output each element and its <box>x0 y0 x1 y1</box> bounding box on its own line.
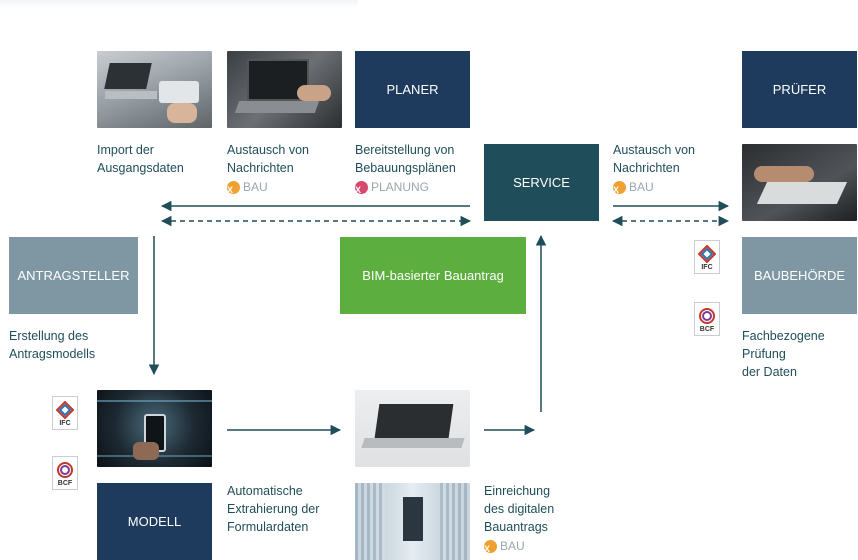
ifc-symbol-icon <box>698 245 716 263</box>
bcf-file-icon: BCF <box>52 456 78 490</box>
bim-bauantrag-box: BIM-basierter Bauantrag <box>340 237 526 314</box>
bcf-symbol-icon <box>699 308 715 324</box>
server-room-photo <box>355 483 470 560</box>
ifc-symbol-icon <box>56 401 74 419</box>
x-mark-icon: X <box>613 180 626 195</box>
modell-box: MODELL <box>97 483 212 560</box>
pruefer-box: PRÜFER <box>742 51 857 128</box>
x-mark-icon: X <box>484 539 497 554</box>
top-bar-fragment <box>0 0 358 8</box>
meeting-photo <box>97 51 212 128</box>
laptop-hands-photo <box>227 51 342 128</box>
xbau-logo: X BAU <box>613 180 654 195</box>
planer-box: PLANER <box>355 51 470 128</box>
baubehoerde-box: BAUBEHÖRDE <box>742 237 857 314</box>
x-mark-icon: X <box>355 180 368 195</box>
antragsteller-box: ANTRAGSTELLER <box>9 237 138 314</box>
typing-photo <box>742 144 857 221</box>
laptop-desk-photo <box>355 390 470 467</box>
ifc-file-icon: IFC <box>694 240 720 274</box>
ifc-file-icon: IFC <box>52 396 78 430</box>
smartphone-tunnel-photo <box>97 390 212 467</box>
bcf-symbol-icon <box>57 462 73 478</box>
xplanung-logo: X PLANUNG <box>355 180 430 195</box>
xbau-logo: X BAU <box>484 539 525 554</box>
bcf-file-icon: BCF <box>694 302 720 336</box>
service-box: SERVICE <box>484 144 599 221</box>
xbau-logo: X BAU <box>227 180 268 195</box>
x-mark-icon: X <box>227 180 240 195</box>
